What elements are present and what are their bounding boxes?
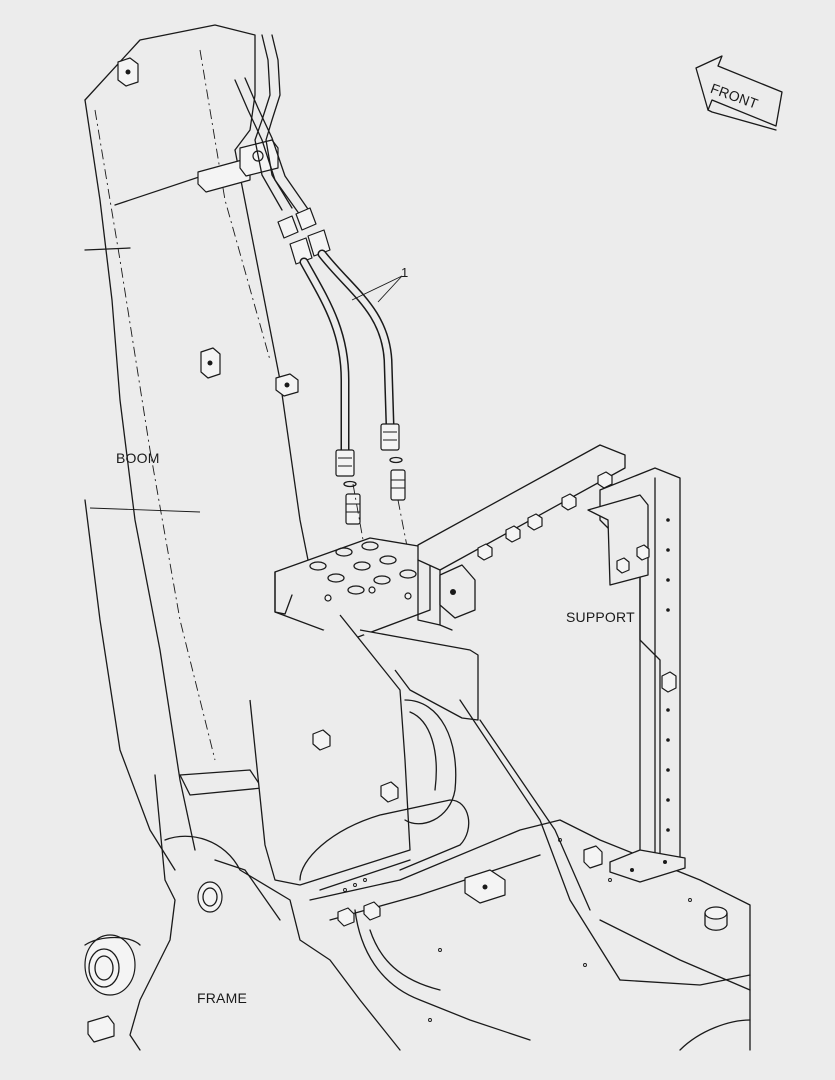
- frame-tab: [87, 1015, 115, 1043]
- support-bracket: [417, 444, 686, 883]
- pipe-clamp: [197, 139, 279, 193]
- frame-boss-1: [464, 869, 506, 904]
- foot-bolt-1: [312, 729, 331, 751]
- front-arrow-icon: [695, 55, 783, 131]
- boom-pad-2: [200, 347, 221, 379]
- support-post-bolts: [616, 544, 677, 693]
- plate-holes: [309, 541, 417, 602]
- frame-part: [84, 774, 751, 1051]
- hose-fitting-upper-right: [295, 207, 331, 257]
- boom-label: BOOM: [116, 450, 160, 466]
- hose-ferrule-left: [335, 449, 355, 477]
- boom-foot: [249, 614, 621, 981]
- adapter-right: [390, 469, 406, 501]
- boom-part: [84, 24, 311, 871]
- frame-pin-boss: [84, 934, 136, 996]
- part-callout-number: 1: [401, 265, 409, 280]
- hose-ferrule-right: [380, 423, 400, 451]
- frame-label: FRAME: [197, 990, 247, 1006]
- frame-boss-4: [337, 901, 381, 927]
- hose-assembly: [277, 207, 413, 591]
- support-label: SUPPORT: [566, 609, 635, 625]
- support-arm-bolts: [477, 471, 613, 561]
- frame-boss-2: [583, 845, 603, 869]
- frame-boss-3: [704, 906, 728, 931]
- bracket-plate: [274, 537, 479, 721]
- boom-pad-1: [117, 57, 139, 87]
- hose-fitting-upper-left: [277, 215, 313, 265]
- boom-pad-3: [275, 373, 299, 397]
- foot-bolt-2: [380, 781, 399, 803]
